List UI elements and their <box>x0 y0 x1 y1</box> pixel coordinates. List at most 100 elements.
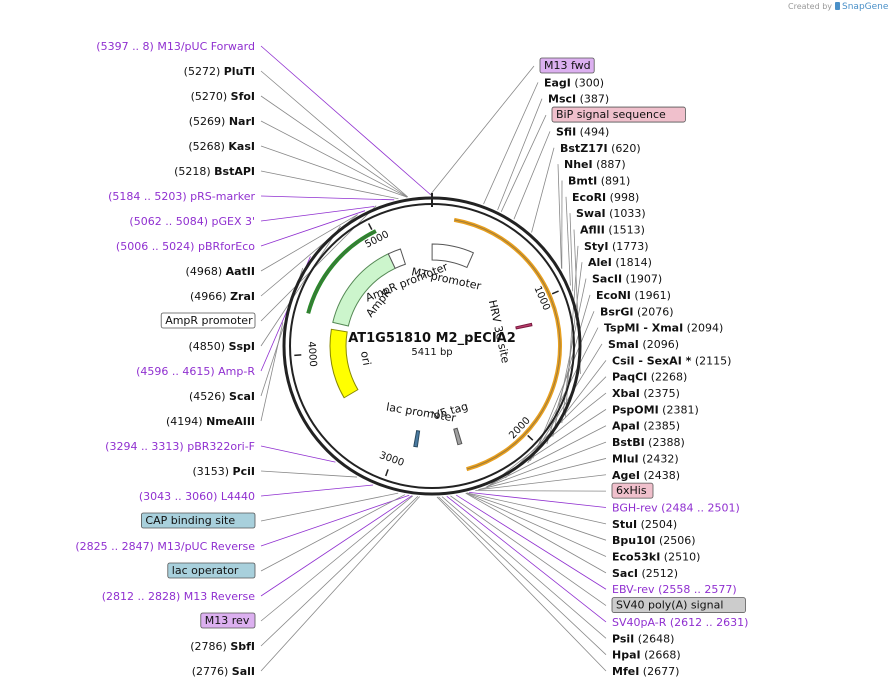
site-label: StuI (2504) <box>612 518 677 531</box>
feature-hrv-3c-site <box>515 322 533 330</box>
feature-lac-promoter <box>413 430 421 448</box>
plasmid-length: 5411 bp <box>411 347 452 358</box>
site-label: (2825 .. 2847) M13/pUC Reverse <box>75 540 255 553</box>
feature-box <box>611 597 746 613</box>
site-label: PaqCI (2268) <box>612 371 687 384</box>
enzyme-label: NheI (887) <box>564 158 626 171</box>
site-label: (5272) PluTI <box>184 65 255 78</box>
primer-label: BGH-rev (2484 .. 2501) <box>612 501 740 514</box>
site-label: (5269) NarI <box>189 115 255 128</box>
primer-label: (3294 .. 3313) pBR322ori-F <box>105 440 255 453</box>
site-label: SwaI (1033) <box>576 207 646 220</box>
leader-line <box>260 470 358 478</box>
site-label: EcoNI (1961) <box>596 289 671 302</box>
enzyme-label: SacI (2512) <box>612 567 678 580</box>
primer-label: (5006 .. 5024) pBRforEco <box>116 240 255 253</box>
enzyme-label: (4968) AatII <box>186 265 255 278</box>
primer-label: EBV-rev (2558 .. 2577) <box>612 583 737 596</box>
enzyme-label: BstZ17I (620) <box>560 142 641 155</box>
site-label: BstBI (2388) <box>612 436 685 449</box>
leader-line <box>260 170 399 200</box>
leader-line <box>469 491 607 508</box>
leader-line <box>513 131 551 220</box>
enzyme-label: MscI (387) <box>548 93 609 106</box>
leader-line <box>478 474 607 491</box>
orf-arc-outline <box>307 230 377 314</box>
leader-line <box>260 495 414 622</box>
leader-line <box>260 210 366 247</box>
site-label: CsiI - SexAI * (2115) <box>612 354 731 367</box>
leader-line <box>260 45 432 196</box>
site-label: (4968) AatII <box>186 265 255 278</box>
feature-label: ori <box>358 350 373 366</box>
leader-line <box>569 213 574 292</box>
feature-box-label: SV40 poly(A) signal <box>616 599 723 612</box>
enzyme-label: MfeI (2677) <box>612 665 679 678</box>
leader-line <box>446 495 607 623</box>
site-label: MfeI (2677) <box>612 665 679 678</box>
site-label: (4596 .. 4615) Amp-R <box>136 365 255 378</box>
site-labels: (5397 .. 8) M13/pUC Forward(5272) PluTI(… <box>75 40 748 678</box>
site-label: BstZ17I (620) <box>560 142 641 155</box>
leader-line <box>260 496 420 672</box>
leader-line <box>260 205 377 322</box>
enzyme-label: PspOMI (2381) <box>612 403 699 416</box>
leader-line <box>260 492 399 522</box>
site-label: (5062 .. 5084) pGEX 3' <box>129 215 255 228</box>
leader-line <box>260 225 341 347</box>
leader-line <box>466 492 607 525</box>
enzyme-label: Bpu10I (2506) <box>612 534 696 547</box>
leader-line <box>479 458 607 490</box>
enzyme-label: (5269) NarI <box>189 115 255 128</box>
site-label: XbaI (2375) <box>612 387 680 400</box>
site-label: TspMI - XmaI (2094) <box>604 322 723 335</box>
site-label: (5184 .. 5203) pRS-marker <box>108 190 255 203</box>
feature-box-label: AmpR promoter <box>165 314 253 327</box>
site-label: CAP binding site <box>140 512 256 529</box>
enzyme-label: EcoNI (1961) <box>596 289 671 302</box>
enzyme-label: SfiI (494) <box>556 125 609 138</box>
feature-box-label: M13 fwd <box>544 59 591 72</box>
leader-line <box>531 147 555 233</box>
site-label: M13 rev <box>200 612 256 629</box>
site-label: EcoRI (998) <box>572 191 639 204</box>
enzyme-label: (4850) SspI <box>188 340 255 353</box>
tick-mark <box>527 434 534 441</box>
enzyme-label: (5272) PluTI <box>184 65 255 78</box>
credit-text: Created by <box>788 2 833 11</box>
primer-label: (5184 .. 5203) pRS-marker <box>108 190 255 203</box>
enzyme-label: PaqCI (2268) <box>612 371 687 384</box>
leader-line <box>466 492 607 541</box>
enzyme-label: (4966) ZraI <box>190 290 255 303</box>
site-label: (3153) PciI <box>192 465 255 478</box>
leader-line <box>260 206 375 222</box>
leader-line <box>260 494 406 572</box>
leader-line <box>497 98 543 211</box>
primer-label: (4596 .. 4615) Amp-R <box>136 365 255 378</box>
site-label: AflII (1513) <box>580 224 645 237</box>
site-label: PspOMI (2381) <box>612 403 699 416</box>
site-label: SV40 poly(A) signal <box>611 597 746 613</box>
site-label: Eco53kI (2510) <box>612 551 700 564</box>
backbone <box>282 196 582 496</box>
orf-arc-outline <box>454 219 561 470</box>
site-label: BsrGI (2076) <box>600 305 674 318</box>
site-label: (4850) SspI <box>188 340 255 353</box>
leader-line <box>530 327 599 461</box>
site-label: SfiI (494) <box>556 125 609 138</box>
leader-line <box>260 495 413 597</box>
leader-line <box>260 95 408 198</box>
tick-mark <box>367 223 373 230</box>
enzyme-label: (4526) ScaI <box>189 390 255 403</box>
enzyme-label: TspMI - XmaI (2094) <box>604 322 723 335</box>
leader-line <box>260 484 374 497</box>
site-label: EBV-rev (2558 .. 2577) <box>612 583 737 596</box>
enzyme-label: EagI (300) <box>544 76 604 89</box>
leader-line <box>441 496 607 639</box>
enzyme-label: StuI (2504) <box>612 518 677 531</box>
site-label: SacII (1907) <box>592 273 662 286</box>
site-label: MluI (2432) <box>612 452 679 465</box>
enzyme-label: (5270) SfoI <box>191 90 255 103</box>
enzyme-label: CsiI - SexAI * (2115) <box>612 354 731 367</box>
site-label: BGH-rev (2484 .. 2501) <box>612 501 740 514</box>
